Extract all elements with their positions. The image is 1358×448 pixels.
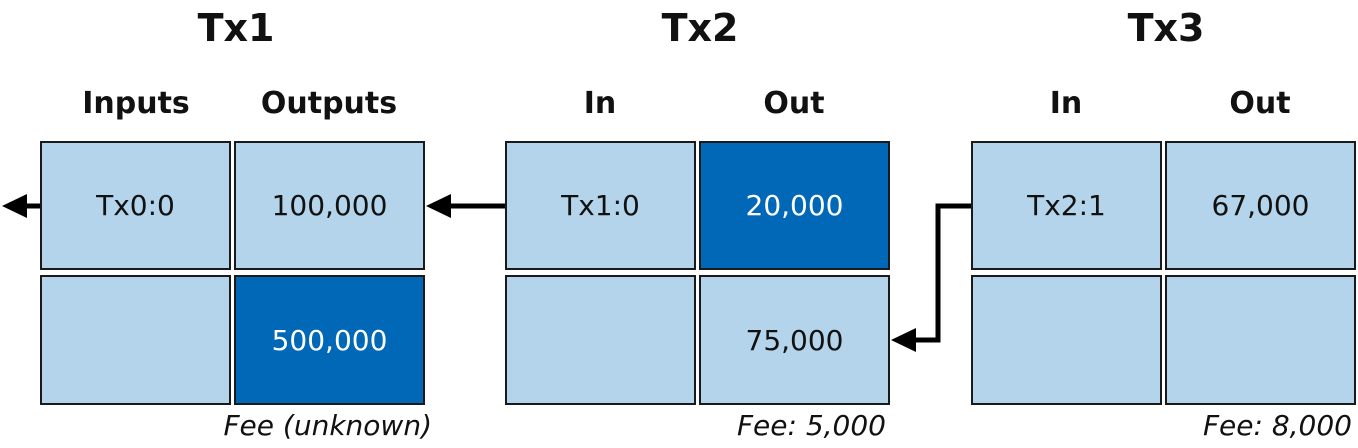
tx2-output-cell-0: 20,000 [699,141,890,270]
tx1-fee-label: Fee (unknown) [223,409,432,442]
tx3-output-cell-1 [1165,275,1356,405]
tx1-input-cell-0: Tx0:0 [40,141,231,270]
tx3-input-cell-1 [971,275,1162,405]
tx1-output-cell-0: 100,000 [234,141,425,270]
tx3-output-cell-0: 67,000 [1165,141,1356,270]
tx1-input-cell-1 [40,275,231,405]
tx2-title: Tx2 [661,6,739,50]
tx3-input-cell-0: Tx2:1 [971,141,1162,270]
arrow-tx2-line [913,203,971,343]
arrow-tx2-head [891,328,916,352]
tx2-out-header: Out [763,86,825,121]
tx1-inputs-header: Inputs [82,86,190,121]
tx3-out-header: Out [1229,86,1291,121]
tx1-outputs-header: Outputs [260,86,398,121]
tx1-output-cell-1: 500,000 [234,275,425,405]
tx2-input-cell-1 [505,275,696,405]
arrow-tx0-head [2,194,27,218]
tx2-output-cell-1: 75,000 [699,275,890,405]
tx3-title: Tx3 [1127,6,1205,50]
tx2-in-header: In [583,86,617,121]
tx3-in-header: In [1049,86,1083,121]
tx3-fee-label: Fee: 8,000 [1202,409,1352,442]
tx1-title: Tx1 [197,6,275,50]
tx2-input-cell-0: Tx1:0 [505,141,696,270]
arrow-tx1-head [426,194,451,218]
tx2-fee-label: Fee: 5,000 [736,409,886,442]
